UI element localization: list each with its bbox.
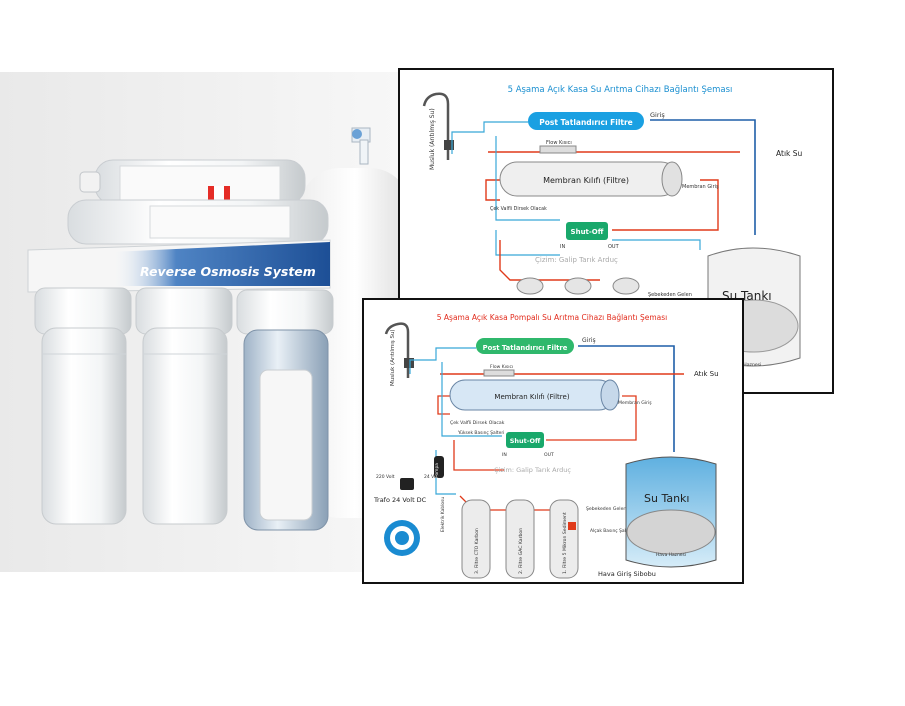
shutoff-valve-b — [506, 432, 544, 448]
faucet-valve-icon — [404, 358, 414, 368]
housing-label: Reverse Osmosis System — [140, 264, 316, 279]
faucet-valve-icon — [444, 140, 454, 150]
air-valve-label: Hava Giriş Sibobu — [598, 570, 656, 578]
post-filter-b — [476, 338, 574, 354]
low-pressure-switch-icon — [568, 522, 576, 530]
cable-label: Elektrik Kablosu — [440, 497, 446, 532]
diagram-panel-pump: 5 Aşama Açık Kasa Pompalı Su Arıtma Ciha… — [362, 298, 744, 584]
mains-in-label-b: Şebekeden Gelen Su Girişi — [586, 506, 647, 512]
air-chamber-label-b: Hava Haznesi — [656, 552, 686, 558]
air-chamber-label: Hava Haznesi — [730, 362, 761, 368]
waste-water-label: Atık Su — [776, 149, 803, 158]
credit-label-b: Çizim: Galip Tarık Arduç — [494, 466, 571, 474]
check-valve-label: Çek Valfli Dirsek Olacak — [490, 206, 547, 212]
shutoff-out-label-b: OUT — [544, 452, 554, 458]
shutoff-valve-a — [566, 222, 608, 240]
diagram-b-svg: 5 Aşama Açık Kasa Pompalı Su Arıtma Ciha… — [373, 313, 719, 579]
low-pressure-switch-label: Alçak Basınç Şalteri — [590, 528, 633, 534]
flow-restrictor-label: Flow Kısıcı — [546, 140, 572, 146]
pump-label: Pompa — [434, 463, 440, 478]
faucet-icon — [384, 322, 410, 378]
shutoff-in-label-b: IN — [502, 452, 507, 458]
inline-filters — [67, 159, 329, 245]
membrane-inlet-label-b: Membran Giriş — [618, 400, 652, 406]
post-filter-label: Post Tatlandırıcı Filtre — [539, 118, 633, 127]
inlet-label: Giriş — [650, 111, 665, 119]
check-valve-label-b: Çek Valfli Dirsek Olacak — [450, 420, 505, 426]
tank-fitting — [351, 127, 371, 165]
housing-3-clear — [236, 289, 334, 531]
shutoff-in-label: IN — [560, 244, 565, 250]
faucet-icon — [422, 92, 450, 160]
manifold-housing: Reverse Osmosis System — [27, 239, 331, 293]
shutoff-out-label: OUT — [608, 244, 620, 250]
stage2-label: 2. Filtre GAC Karbon — [518, 528, 524, 574]
post-filter-label-b: Post Tatlandırıcı Filtre — [483, 344, 568, 352]
waste-water-label-b: Atık Su — [694, 370, 719, 378]
faucet-label: Musluk (Arıtılmış Su) — [429, 108, 436, 170]
diagram-b-title: 5 Aşama Açık Kasa Pompalı Su Arıtma Ciha… — [437, 313, 667, 322]
housing-2 — [135, 287, 233, 525]
tank-label-b: Su Tankı — [644, 492, 690, 505]
membrane-inlet-label: Membran Giriş — [682, 184, 719, 190]
transformer-label: Trafo 24 Volt DC — [373, 496, 427, 504]
prefilter-stage3: 3. Filtre CTO Karbon — [461, 499, 491, 579]
prefilter-stage2: 2. Filtre GAC Karbon — [505, 499, 535, 579]
transformer-icon — [400, 478, 414, 490]
high-pressure-switch-label: Yüksek Basınç Şalteri — [457, 430, 504, 436]
shutoff-label-b: Shut-Off — [510, 437, 541, 445]
membrane-label: Membran Kılıfı (Filtre) — [543, 176, 629, 185]
stage1-label: 1. Filtre 5 Mikron Sediment — [562, 512, 568, 574]
flow-restrictor-label-b: Flow Kısıcı — [490, 364, 513, 370]
pump-icon — [434, 456, 444, 478]
volt-220-label: 220 Volt — [376, 474, 395, 480]
inlet-label-b: Giriş — [582, 337, 596, 344]
post-filter-a — [528, 112, 644, 130]
mains-in-label: Şebekeden Gelen — [648, 292, 692, 298]
stage3-label: 3. Filtre CTO Karbon — [474, 528, 480, 574]
credit-label: Çizim: Galip Tarık Arduç — [535, 256, 618, 264]
volt-24-label: 24 Volt — [424, 474, 440, 480]
diagram-a-title: 5 Aşama Açık Kasa Su Arıtma Cihazı Bağla… — [508, 85, 733, 95]
membrane-label-b: Membran Kılıfı (Filtre) — [494, 393, 569, 401]
prefilter-stage1: 1. Filtre 5 Mikron Sediment — [549, 499, 579, 579]
housing-1 — [34, 287, 132, 525]
shutoff-label: Shut-Off — [571, 228, 604, 236]
faucet-label-b: Musluk (Arıtılmış Su) — [390, 329, 396, 386]
